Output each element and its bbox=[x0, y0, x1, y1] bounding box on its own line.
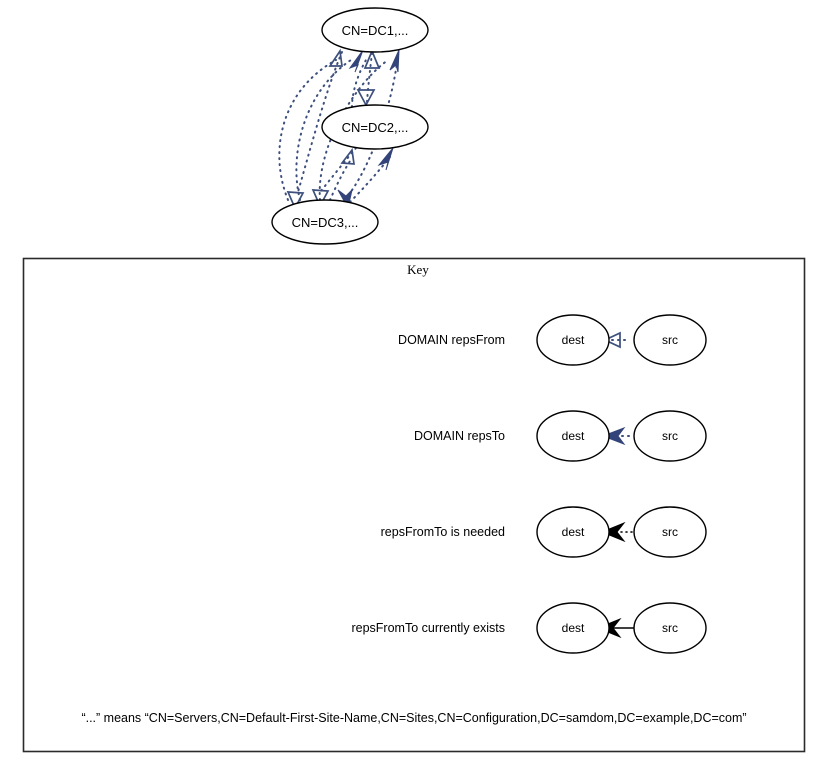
edge-dc3-to-dc1-repsfrom bbox=[278, 59, 337, 201]
edge-dc3-to-dc1-repsto bbox=[295, 57, 355, 201]
key-arrowhead-filled-black-2 bbox=[600, 521, 626, 543]
arrowhead-open-dc1-b bbox=[363, 48, 381, 69]
arrowhead-open-dc3-b bbox=[311, 189, 330, 208]
key-row-repsfromto-exists: repsFromTo currently exists dest src bbox=[351, 602, 707, 654]
key-arrowhead-filled-blue-1 bbox=[601, 426, 626, 446]
arrowheads-at-dc2 bbox=[340, 89, 394, 171]
key-row-label-2: repsFromTo is needed bbox=[381, 525, 505, 539]
edge-dc2-to-dc1-repsfrom bbox=[351, 59, 367, 108]
edge-group-dc1-dc2 bbox=[366, 52, 373, 103]
edge-group-dc2-dc3 bbox=[319, 147, 357, 193]
key-src-label-1: src bbox=[662, 429, 678, 443]
key-row-domain-repsto: DOMAIN repsTo dest src bbox=[414, 410, 707, 462]
edge-dc1-to-dc3-repsto bbox=[349, 53, 399, 194]
key-dest-ellipse-1 bbox=[536, 410, 610, 462]
arrowhead-filled-dc1-b bbox=[389, 49, 400, 73]
arrowhead-filled-dc1-a bbox=[348, 49, 364, 73]
edge-dc2-to-dc3-repsfrom bbox=[319, 147, 357, 193]
edge-dc1-to-dc3-repsfrom bbox=[297, 51, 343, 193]
key-row-domain-repsfrom: DOMAIN repsFrom dest src bbox=[398, 314, 707, 366]
key-dest-label-2: dest bbox=[562, 525, 585, 539]
edge-dc3-to-dc2-repsfrom bbox=[329, 157, 353, 201]
key-row-repsfromto-needed: repsFromTo is needed dest src bbox=[381, 506, 707, 558]
arrowhead-open-dc2-bottom bbox=[340, 147, 355, 165]
key-dest-label-3: dest bbox=[562, 621, 585, 635]
key-box-border bbox=[22, 257, 806, 753]
key-dest-label-0: dest bbox=[562, 333, 585, 347]
arrowhead-open-dc3-a bbox=[286, 191, 305, 210]
node-dc1-ellipse bbox=[321, 7, 429, 53]
arrowhead-open-dc1-a bbox=[328, 48, 343, 67]
edge-group-dc1-dc3 bbox=[297, 51, 399, 194]
edge-dc1-to-dc2-repsfrom bbox=[366, 52, 373, 103]
key-src-label-2: src bbox=[662, 525, 678, 539]
node-dc2-ellipse bbox=[321, 104, 429, 150]
key-src-ellipse-0 bbox=[633, 314, 707, 366]
arrowheads-at-dc1 bbox=[328, 48, 400, 73]
arrowhead-open-dc2-top bbox=[356, 89, 376, 107]
key-row-label-1: DOMAIN repsTo bbox=[414, 429, 505, 443]
key-arrowhead-open-blue-0 bbox=[602, 331, 621, 349]
node-dc1-label: CN=DC1,... bbox=[342, 23, 409, 38]
edge-group-dc3-dc1 bbox=[278, 57, 355, 201]
node-dc3[interactable]: CN=DC3,... bbox=[271, 199, 379, 245]
key-row-label-0: DOMAIN repsFrom bbox=[398, 333, 505, 347]
edge-group-dc2-dc1 bbox=[318, 59, 389, 201]
node-dc3-label: CN=DC3,... bbox=[292, 215, 359, 230]
node-dc3-ellipse bbox=[271, 199, 379, 245]
key-src-label-3: src bbox=[662, 621, 678, 635]
key-title: Key bbox=[407, 262, 429, 277]
node-dc1[interactable]: CN=DC1,... bbox=[321, 7, 429, 53]
key-src-ellipse-1 bbox=[633, 410, 707, 462]
key-dest-label-1: dest bbox=[562, 429, 585, 443]
key-dest-ellipse-3 bbox=[536, 602, 610, 654]
key-row-label-3: repsFromTo currently exists bbox=[351, 621, 505, 635]
node-dc2-label: CN=DC2,... bbox=[342, 120, 409, 135]
edge-dc2-to-dc1-repsto bbox=[318, 59, 389, 201]
key-dest-ellipse-2 bbox=[536, 506, 610, 558]
node-dc2[interactable]: CN=DC2,... bbox=[321, 104, 429, 150]
key-dest-ellipse-0 bbox=[536, 314, 610, 366]
key-footnote: “...” means “CN=Servers,CN=Default-First… bbox=[81, 711, 746, 725]
arrowhead-filled-dc2-bottom bbox=[377, 147, 394, 171]
key-src-label-0: src bbox=[662, 333, 678, 347]
key-src-ellipse-2 bbox=[633, 506, 707, 558]
key-src-ellipse-3 bbox=[633, 602, 707, 654]
